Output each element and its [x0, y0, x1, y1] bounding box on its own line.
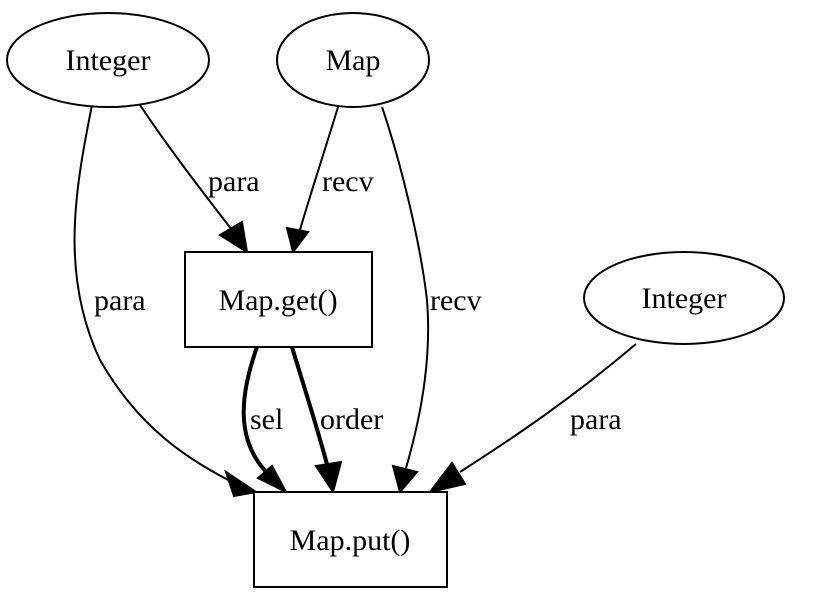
node-map: Map	[276, 12, 430, 108]
edge-mapget-mapput-order	[290, 346, 343, 495]
edge-integer2-mapput	[427, 343, 637, 494]
edge-map-mapget	[285, 106, 339, 255]
node-label-map-get: Map.get()	[218, 284, 337, 317]
node-label-map: Map	[326, 44, 381, 77]
edge-label-sel: sel	[250, 403, 283, 436]
node-map-get: Map.get()	[184, 251, 373, 348]
edge-label-order: order	[320, 403, 383, 436]
edge-integer1-mapput	[73, 104, 259, 498]
node-map-put: Map.put()	[253, 491, 448, 588]
node-label-map-put: Map.put()	[290, 524, 411, 557]
edge-label-integer1-mapput: para	[94, 284, 146, 317]
edge-label-integer2-mapput: para	[570, 403, 622, 436]
edge-label-map-mapget: recv	[322, 165, 374, 198]
node-integer-right: Integer	[583, 251, 785, 345]
node-label-integer-left: Integer	[66, 44, 151, 77]
node-label-integer-right: Integer	[642, 282, 727, 315]
node-integer-left: Integer	[6, 12, 210, 108]
edge-mapget-mapput-sel	[241, 346, 289, 495]
edge-label-integer1-mapget: para	[208, 165, 260, 198]
edge-label-map-mapput: recv	[430, 284, 482, 317]
edge-map-mapput	[381, 106, 430, 495]
edge-integer1-mapget	[139, 104, 249, 255]
